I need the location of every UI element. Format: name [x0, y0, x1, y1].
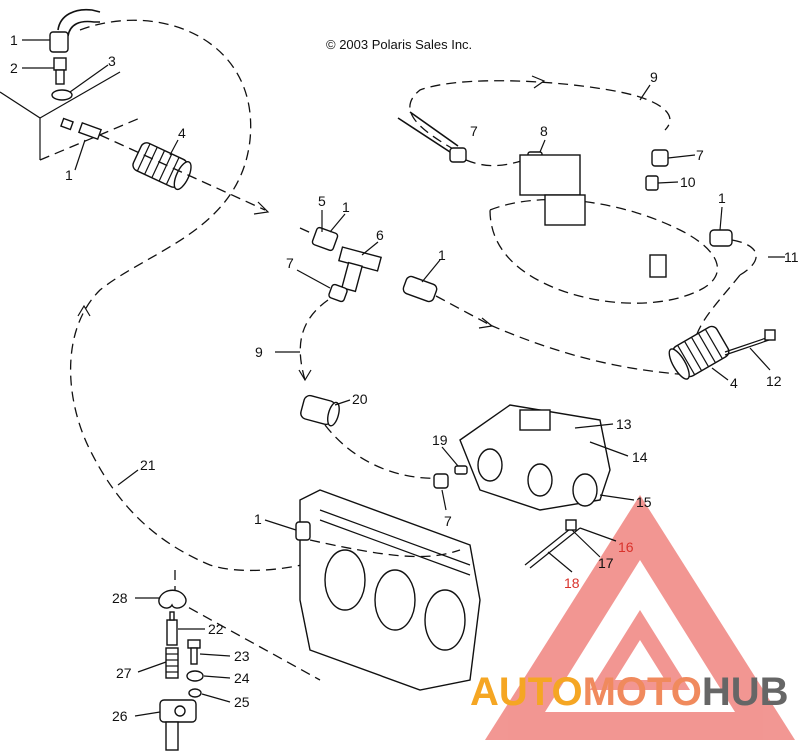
pump-housing-outline — [489, 154, 718, 304]
callout-9: 9 — [255, 344, 263, 360]
hose-route-21 — [69, 19, 321, 572]
callout-27: 27 — [116, 665, 132, 681]
coupler-1-right — [709, 229, 733, 247]
sleeve-4-left — [132, 142, 192, 191]
callout-8: 8 — [540, 123, 548, 139]
spring-27 — [165, 647, 179, 679]
exhaust-manifold — [459, 404, 611, 511]
callout-1: 1 — [718, 190, 726, 206]
coupler-5 — [299, 226, 339, 252]
callout-22: 22 — [208, 621, 224, 637]
callout-1: 1 — [342, 199, 350, 215]
fitting-7-left — [328, 283, 348, 303]
watermark-logo — [485, 495, 795, 740]
callout-26: 26 — [112, 708, 128, 724]
callout-12: 12 — [766, 373, 782, 389]
callout-6: 6 — [376, 227, 384, 243]
fitting-7-upper — [449, 147, 467, 163]
flow-line-3 — [489, 324, 691, 376]
hose-route-lower — [324, 424, 441, 479]
bolt-18 — [524, 519, 581, 569]
callout-7: 7 — [286, 255, 294, 271]
valve-22 — [166, 611, 178, 646]
engine-cylinder-block — [295, 489, 481, 691]
hose-fitting-1-top — [49, 8, 101, 53]
nipple-1 — [60, 117, 103, 141]
flow-arrow-1 — [99, 134, 266, 211]
watermark-text: AUTOMOTOHUB — [470, 670, 789, 714]
leader-assembly — [174, 599, 321, 681]
arrow-head — [253, 201, 270, 215]
arrow-head — [298, 369, 312, 382]
callout-21: 21 — [140, 457, 156, 473]
tee-fitting-6 — [338, 246, 382, 293]
callout-25: 25 — [234, 694, 250, 710]
callout-3: 3 — [108, 53, 116, 69]
arrow-head — [531, 75, 546, 89]
sleeve-4-right — [668, 325, 730, 380]
fitting-2 — [53, 57, 67, 85]
fitting-19 — [454, 465, 468, 475]
callout-7: 7 — [444, 513, 452, 529]
hose-route-9-lower — [299, 299, 329, 381]
washer-3 — [51, 89, 73, 101]
washer-24 — [186, 670, 204, 682]
callout-5: 5 — [318, 193, 326, 209]
callout-4: 4 — [178, 125, 186, 141]
callout-4: 4 — [730, 375, 738, 391]
callout-2: 2 — [10, 60, 18, 76]
hose-route-upper-b — [465, 157, 531, 167]
hose-route-9-upper — [409, 80, 671, 151]
housing-26 — [159, 699, 197, 751]
callout-18: 18 — [564, 575, 580, 591]
screw-23 — [187, 639, 201, 665]
callout-19: 19 — [432, 432, 448, 448]
watermark-hub: HUB — [702, 670, 789, 714]
washer-25 — [188, 688, 202, 698]
fitting-10 — [645, 175, 659, 191]
copyright-notice: © 2003 Polaris Sales Inc. — [326, 37, 473, 52]
callout-16: 16 — [618, 539, 634, 555]
callout-15: 15 — [636, 494, 652, 510]
callout-7: 7 — [696, 147, 704, 163]
arrow-head — [77, 304, 91, 317]
callout-11: 11 — [784, 249, 799, 265]
fitting-7-lower — [433, 473, 449, 489]
gasket-28 — [158, 589, 187, 609]
callout-1: 1 — [254, 511, 262, 527]
callout-9: 9 — [650, 69, 658, 85]
flow-arrow-2 — [435, 295, 491, 326]
callout-10: 10 — [680, 174, 696, 190]
watermark-auto: AUTO — [470, 670, 583, 714]
callout-23: 23 — [234, 648, 250, 664]
callout-14: 14 — [632, 449, 648, 465]
callout-leaders — [22, 39, 785, 717]
callout-7: 7 — [470, 123, 478, 139]
callout-28: 28 — [112, 590, 128, 606]
watermark-moto: MOTO — [583, 670, 702, 714]
callout-24: 24 — [234, 670, 250, 686]
mount-bracket-outline — [0, 71, 141, 161]
callout-17: 17 — [598, 555, 614, 571]
coupler-1-middle — [402, 275, 438, 303]
hose-route-11 — [731, 239, 757, 276]
callout-1: 1 — [10, 32, 18, 48]
callout-13: 13 — [616, 416, 632, 432]
fitting-7-right — [651, 149, 669, 167]
coupler-20 — [300, 394, 340, 427]
callout-1: 1 — [438, 247, 446, 263]
callout-1: 1 — [65, 167, 73, 183]
callout-20: 20 — [352, 391, 368, 407]
clamp-12 — [724, 329, 776, 356]
